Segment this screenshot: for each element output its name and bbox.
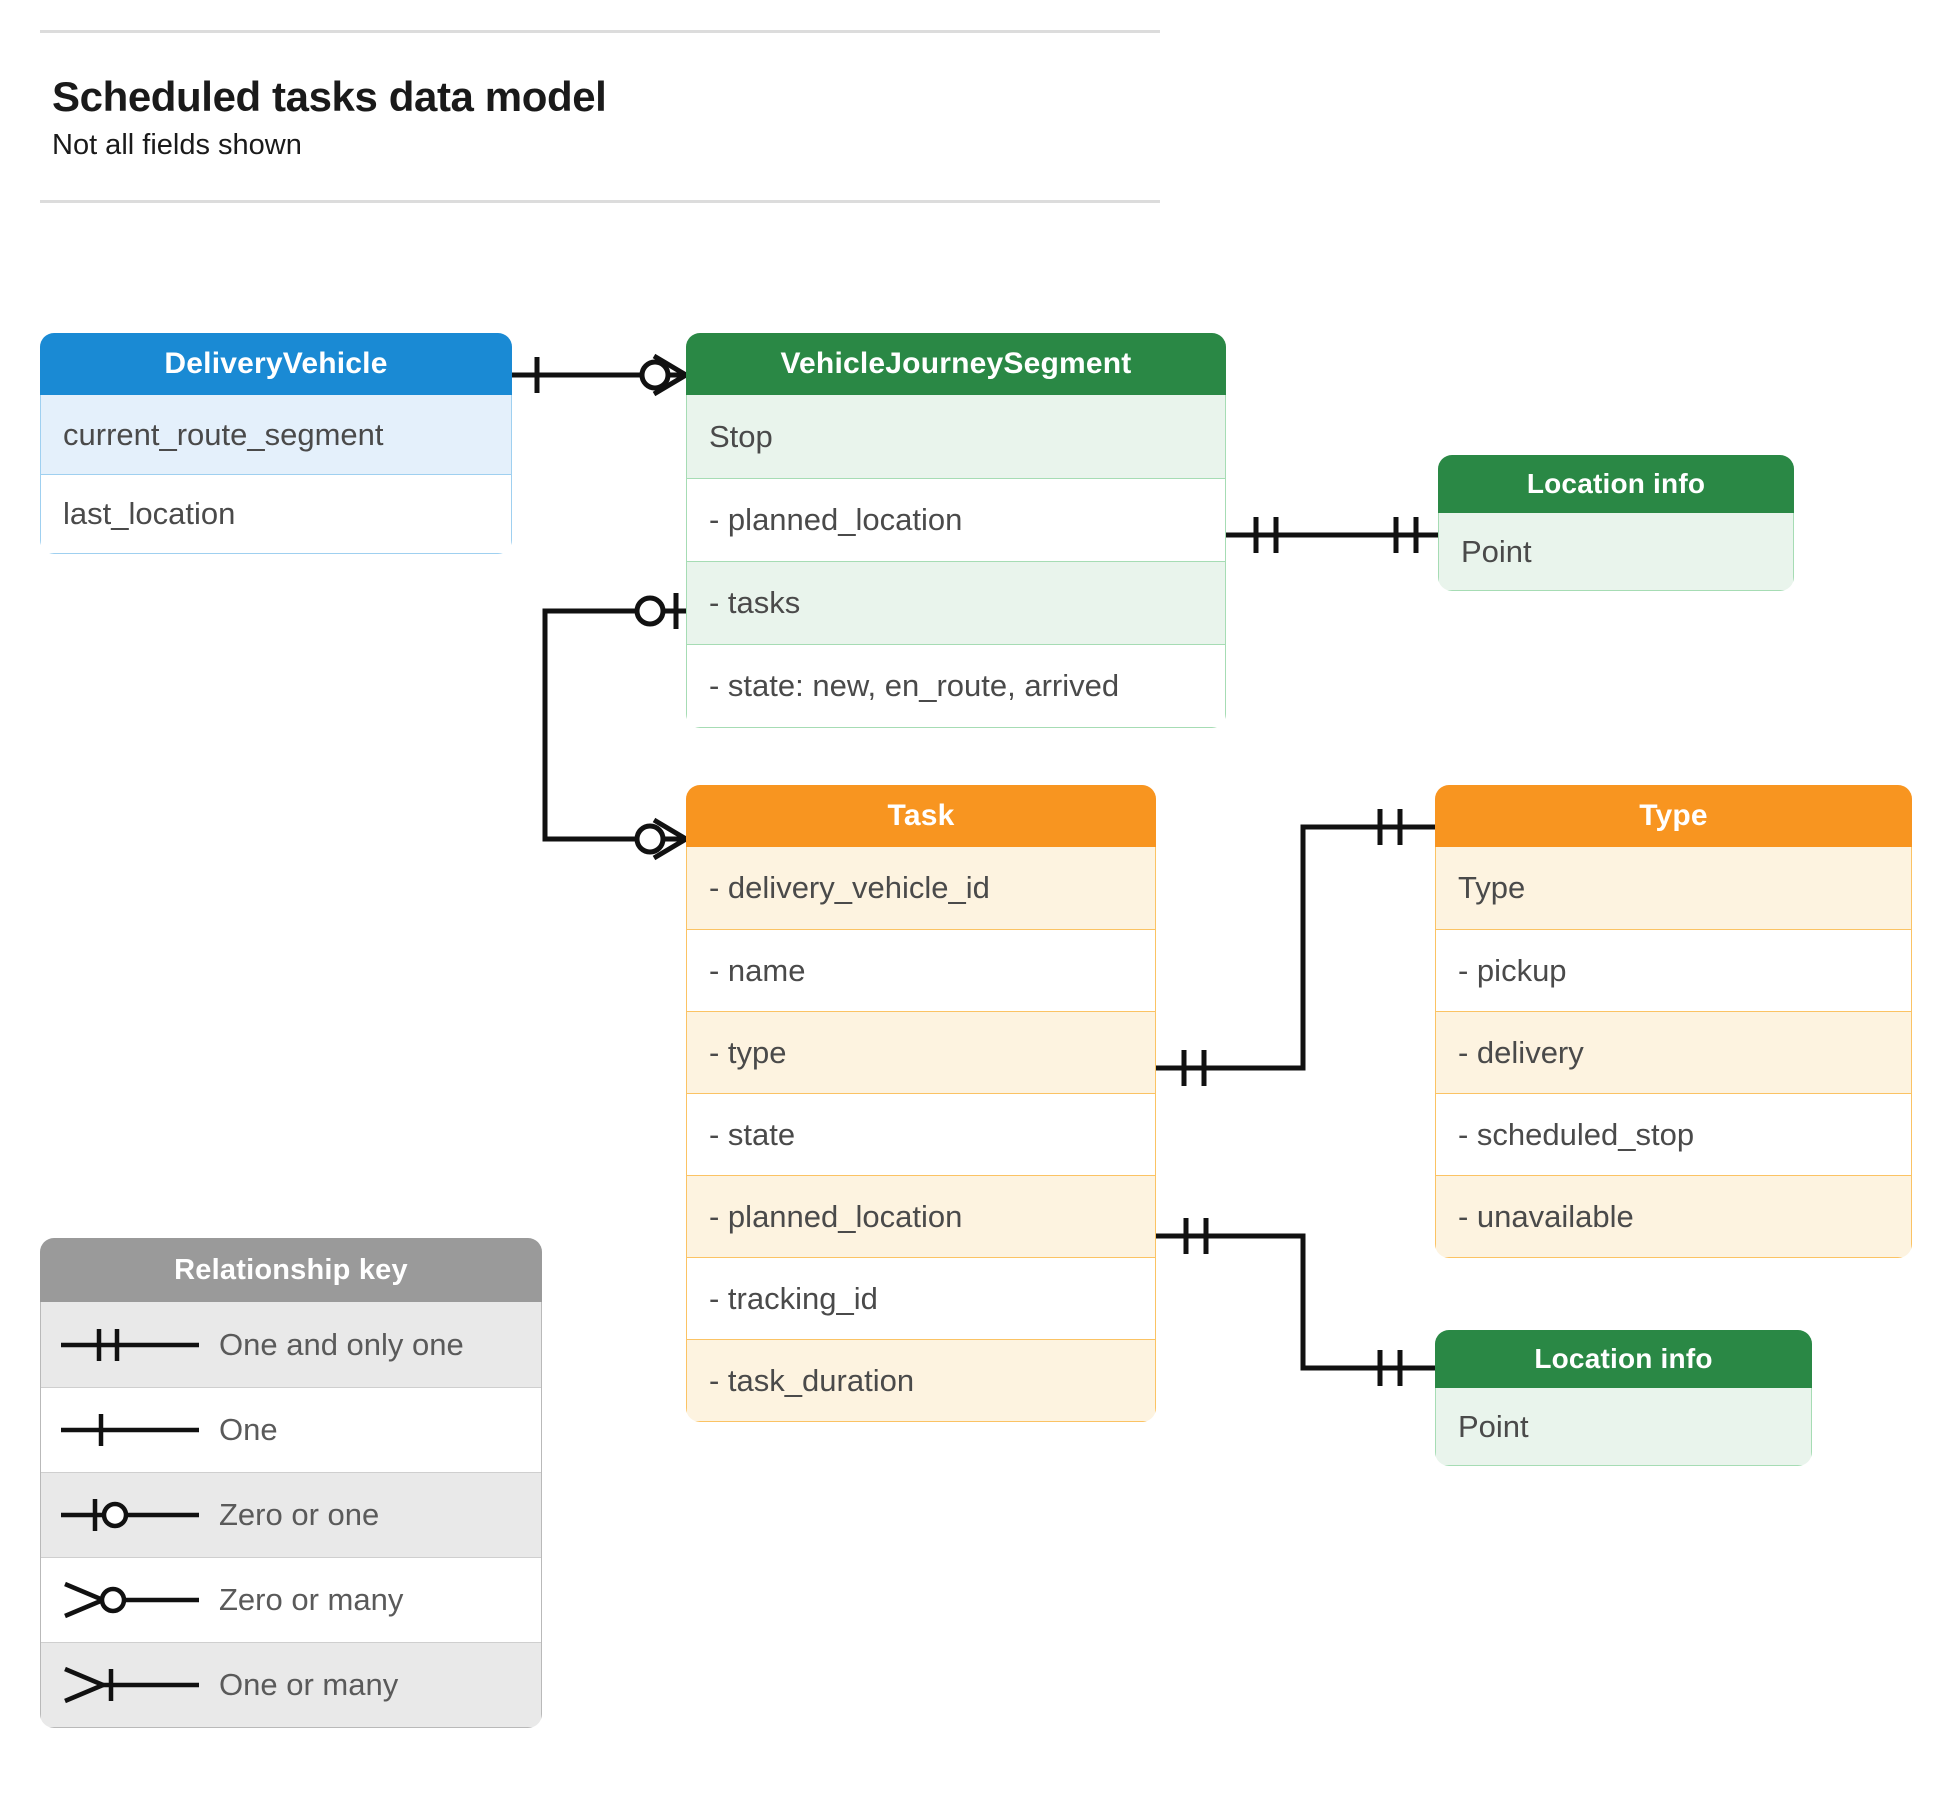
entity-rows-task: - delivery_vehicle_id - name - type - st… [686,847,1156,1422]
entity-field[interactable]: - name [687,929,1155,1011]
entity-rows-location-info-bottom: Point [1435,1388,1812,1466]
entity-type[interactable]: Type Type - pickup - delivery - schedule… [1435,785,1912,1258]
entity-field[interactable]: Type [1436,847,1911,929]
entity-field[interactable]: - planned_location [687,1175,1155,1257]
entity-rows-location-info-top: Point [1438,513,1794,591]
one-or-many-icon [41,1643,219,1727]
entity-field[interactable]: - planned_location [687,478,1225,561]
legend-title: Relationship key [40,1238,542,1302]
entity-field[interactable]: - unavailable [1436,1175,1911,1257]
entity-field[interactable]: Point [1439,513,1793,590]
page-title: Scheduled tasks data model [52,73,607,120]
entity-vehiclejourneysegment[interactable]: VehicleJourneySegment Stop - planned_loc… [686,333,1226,728]
legend-item[interactable]: One and only one [41,1302,541,1387]
entity-rows-vehiclejourneysegment: Stop - planned_location - tasks - state:… [686,395,1226,728]
legend-label: One or many [219,1667,399,1702]
document-header: Scheduled tasks data model Not all field… [40,30,1160,162]
entity-field[interactable]: current_route_segment [41,395,511,474]
legend-item[interactable]: Zero or many [41,1557,541,1642]
entity-deliveryvehicle[interactable]: DeliveryVehicle current_route_segment la… [40,333,512,554]
legend-label: One and only one [219,1326,464,1362]
page-subtitle: Not all fields shown [52,129,302,161]
entity-title-deliveryvehicle: DeliveryVehicle [40,333,512,395]
entity-rows-type: Type - pickup - delivery - scheduled_sto… [1435,847,1912,1258]
legend-item[interactable]: One [41,1387,541,1472]
entity-title-type: Type [1435,785,1912,847]
entity-field[interactable]: - pickup [1436,929,1911,1011]
header-rule-bottom [40,200,1160,203]
entity-field[interactable]: - delivery [1436,1011,1911,1093]
entity-field[interactable]: - tasks [687,561,1225,644]
entity-field[interactable]: - tracking_id [687,1257,1155,1339]
legend-item[interactable]: One or many [41,1642,541,1727]
entity-location-info-bottom[interactable]: Location info Point [1435,1330,1812,1466]
entity-field[interactable]: - delivery_vehicle_id [687,847,1155,929]
entity-rows-deliveryvehicle: current_route_segment last_location [40,395,512,554]
entity-field[interactable]: last_location [41,474,511,553]
legend-rows: One and only one One [40,1302,542,1728]
zero-or-one-icon [41,1473,219,1557]
legend-item[interactable]: Zero or one [41,1472,541,1557]
one-icon [41,1388,219,1472]
entity-field[interactable]: Stop [687,395,1225,478]
one-and-only-one-icon [41,1302,219,1387]
entity-title-location-info-bottom: Location info [1435,1330,1812,1388]
zero-or-many-icon [41,1558,219,1642]
entity-field[interactable]: - state: new, en_route, arrived [687,644,1225,727]
entity-field[interactable]: - scheduled_stop [1436,1093,1911,1175]
entity-field[interactable]: Point [1436,1388,1811,1465]
entity-title-location-info-top: Location info [1438,455,1794,513]
legend-label: Zero or one [219,1497,380,1532]
legend-label: One [219,1412,278,1447]
entity-field[interactable]: - state [687,1093,1155,1175]
entity-title-vehiclejourneysegment: VehicleJourneySegment [686,333,1226,395]
entity-field[interactable]: - task_duration [687,1339,1155,1421]
entity-field[interactable]: - type [687,1011,1155,1093]
entity-task[interactable]: Task - delivery_vehicle_id - name - type… [686,785,1156,1422]
entity-title-task: Task [686,785,1156,847]
legend-label: Zero or many [219,1582,404,1617]
entity-location-info-top[interactable]: Location info Point [1438,455,1794,591]
relationship-key-legend[interactable]: Relationship key One and only one [40,1238,542,1728]
header-rule-top [40,30,1160,33]
